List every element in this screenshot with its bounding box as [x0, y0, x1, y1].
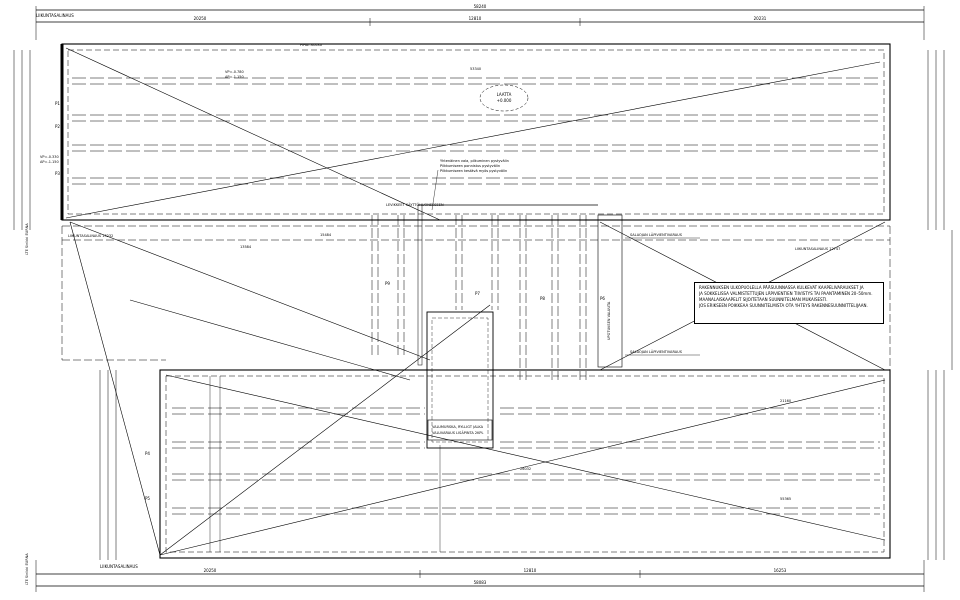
- central-pit-area: VALUMURSKA, RYLLIGT JALKA VALUVARAUS LIS…: [386, 202, 623, 449]
- left-wall-label-lower: LTE Sinikki EURNA: [25, 553, 29, 585]
- left-dimension-chains: LTE Sinikki EURNA LTE Sinikki EURNA: [13, 50, 117, 585]
- bottom-segment-3: 16253: [774, 568, 787, 573]
- middle-vertical-footings: [371, 215, 587, 380]
- opening-label: LEVIKKEET KÄYTTÖHUONEESEEN: [386, 202, 444, 207]
- top-segment-1: 20250: [194, 16, 207, 21]
- marker-p6: P6: [600, 296, 605, 301]
- bottom-segment-2: 12810: [524, 568, 537, 573]
- mid-right-band-label: LIIKUNTASALINAUS 12747: [795, 247, 840, 251]
- level-vp-1: VP=-0.780: [225, 70, 244, 74]
- marker-p4: P4: [145, 451, 150, 456]
- top-dimension-lines: 58240 20250 12810 20231: [35, 4, 925, 40]
- general-notes-box: RAKENNUKSEN ULKOPUOLELLA PÄÄSUUNNASSA KU…: [694, 282, 884, 324]
- middle-zone: LIIKUNTASALINAUS 15232 LIIKUNTASALINAUS …: [61, 225, 891, 370]
- level-ap-2: AP=-1.150: [40, 160, 59, 164]
- top-segment-3: 20231: [754, 16, 767, 21]
- marker-p7: P7: [475, 291, 480, 296]
- marker-p9: P9: [385, 281, 390, 286]
- left-wall-label: LTE Sinikki EURNA: [25, 223, 29, 255]
- note-line-2: JA SOKKELISSA VALMISTETTUJEN LÄPIVIENTIE…: [699, 291, 873, 296]
- bottom-dimension-lines: 20250 12810 16253 58083: [35, 560, 925, 592]
- drain-pass-label-2: SALAOJAN LÄPIVIENTIVARAUS: [630, 349, 683, 354]
- slab-label: LAATTA: [497, 92, 512, 97]
- annotation-line-3: Pilkkumiseen kestävä myös pystyvälin: [440, 169, 507, 173]
- upper-strip-footings: 53340: [72, 67, 880, 185]
- lower-strip-footings: [172, 407, 880, 515]
- mid-dimension-2: 13584: [240, 245, 252, 249]
- upper-foundation-block: LIIKUNTASALINAUS: [36, 13, 891, 221]
- lower-mid-dimension: 26032: [520, 467, 531, 471]
- lower-vertical-ticks: [209, 376, 441, 552]
- lower-right-dimension: 21160: [780, 399, 791, 403]
- drain-pass-label-1: SALAOJAN LÄPIVIENTIVARAUS: [630, 232, 683, 237]
- bottom-left-corner-label: LIIKUNTASALINAUS: [100, 564, 138, 569]
- slab-level-marker: LAATTA +0.000: [479, 84, 529, 112]
- lower-inner-dimension: 55365: [780, 497, 791, 501]
- top-segment-2: 12810: [469, 16, 482, 21]
- bottom-segment-1: 20250: [204, 568, 217, 573]
- note-line-1: RAKENNUKSEN ULKOPUOLELLA PÄÄSUUNNASSA KU…: [699, 285, 864, 290]
- annotation-leaders: Yhtenäinen vala, pilkuminen pystyvälin P…: [431, 159, 509, 211]
- right-dimension-chains: [927, 50, 953, 560]
- marker-p2: P2: [55, 124, 60, 129]
- drainage-labels: SALAOJAN LÄPIVIENTIVARAUS SALAOJAN LÄPIV…: [625, 232, 700, 356]
- marker-p1: P1: [55, 101, 60, 106]
- marker-p3: P3: [55, 171, 60, 176]
- marker-p8: P8: [540, 296, 545, 301]
- slab-level: +0.000: [497, 98, 512, 103]
- lower-foundation-block: LIIKUNTASALINAUS 55365 26032 21160: [100, 369, 891, 569]
- annotation-line-2: Pilkkumiseen ponnistus pystyvälin: [440, 164, 500, 168]
- shaft-label: UPOTUKSEN VALUUTA: [607, 301, 611, 340]
- top-annotation: PIHAT.SULKU: [300, 43, 323, 47]
- bottom-total-dimension: 58083: [474, 580, 487, 585]
- upper-inner-dimension: 53340: [470, 67, 481, 71]
- note-line-3: MAANALAISKAAPELIT SIJOITETAAN SUUNNITELM…: [699, 297, 828, 302]
- top-total-dimension: 58240: [474, 4, 487, 9]
- level-vp-2: VP=-0.330: [40, 155, 59, 159]
- pit-note-2: VALUVARAUS LISÄPINTA 2KPL: [432, 430, 483, 435]
- note-line-4: JOS ERIKSEEN POIKKEAA SUUNNITELMISTA OTA…: [699, 303, 868, 308]
- mid-left-band-label: LIIKUNTASALINAUS 15232: [68, 234, 113, 238]
- pit-note-1: VALUMURSKA, RYLLIGT JALKA: [432, 425, 484, 429]
- mid-left-dimension: 15484: [320, 233, 332, 237]
- top-left-corner-label: LIIKUNTASALINAUS: [36, 13, 74, 18]
- upper-level-annotations: VP=-0.780 AP=-1.150 VP=-0.330 AP=-1.150 …: [40, 43, 323, 164]
- marker-p5: P5: [145, 496, 150, 501]
- level-ap-1: AP=-1.150: [225, 75, 244, 79]
- annotation-line-1: Yhtenäinen vala, pilkuminen pystyvälin: [440, 159, 509, 163]
